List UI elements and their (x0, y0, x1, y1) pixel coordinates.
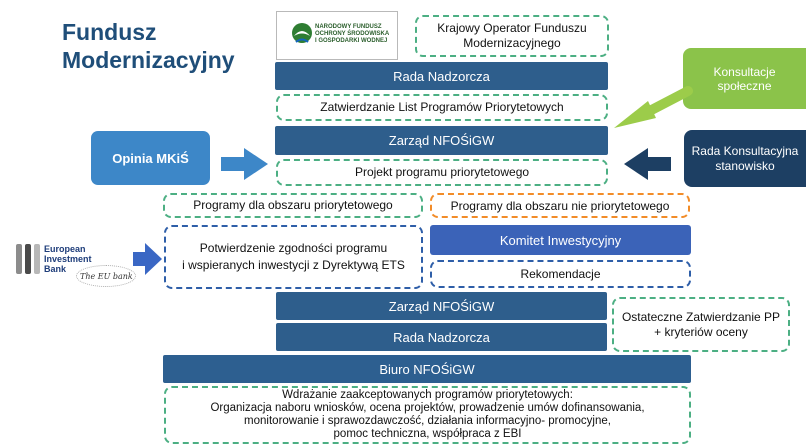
nfosigw-logo: NARODOWY FUNDUSZ OCHRONY ŚRODOWISKA I GO… (276, 11, 398, 60)
programy-prio-label: Programy dla obszaru priorytetowego (193, 198, 393, 212)
page-title: Fundusz Modernizacyjny (62, 18, 235, 74)
rada-konsultacyjna-line-2: stanowisko (715, 158, 775, 173)
zarzad-top-label: Zarząd NFOŚiGW (388, 133, 495, 148)
wdrazanie-line-1: Wdrażanie zaakceptowanych programów prio… (282, 389, 573, 401)
wdrazanie-line-2: Organizacja naboru wniosków, ocena proje… (210, 402, 645, 414)
rada-nadzorcza-bottom-label: Rada Nadzorcza (393, 329, 490, 345)
ostateczne-box: Ostateczne Zatwierdzanie PP + kryteriów … (612, 297, 790, 352)
komitet-label: Komitet Inwestycyjny (499, 232, 622, 248)
zarzad-bottom-box: Zarząd NFOŚiGW (276, 292, 607, 320)
opinia-arrow-icon (221, 148, 268, 180)
zarzad-top-box: Zarząd NFOŚiGW (275, 126, 608, 155)
wdrazanie-box: Wdrażanie zaakceptowanych programów prio… (164, 386, 691, 444)
rada-konsultacyjna-arrow-icon (624, 148, 671, 180)
ostateczne-line-2: + kryteriów oceny (654, 324, 748, 339)
eib-line-2: Investment (44, 254, 92, 264)
rekomendacje-box: Rekomendacje (430, 260, 691, 288)
rada-nadzorcza-top-box: Rada Nadzorcza (275, 62, 608, 90)
biuro-box: Biuro NFOŚiGW (163, 355, 691, 383)
komitet-box: Komitet Inwestycyjny (430, 225, 691, 255)
nfosigw-logo-icon (292, 23, 312, 43)
programy-nieprio-label: Programy dla obszaru nie priorytetowego (450, 198, 670, 213)
green-arrow-icon (614, 86, 693, 128)
title-line-1: Fundusz (62, 19, 157, 45)
operator-box: Krajowy Operator Funduszu Modernizacyjne… (415, 15, 609, 57)
eib-line-1: European (44, 244, 86, 254)
eib-line-3: Bank (44, 264, 67, 274)
programy-nieprio-box: Programy dla obszaru nie priorytetowego (430, 193, 690, 218)
zarzad-bottom-label: Zarząd NFOŚiGW (388, 298, 495, 314)
konsultacje-box: Konsultacje społeczne (683, 48, 806, 109)
logo-line-3: I GOSPODARKI WODNEJ (315, 38, 388, 44)
projekt-box: Projekt programu priorytetowego (276, 159, 608, 186)
potwierdzenie-box: Potwierdzenie zgodności programu i wspie… (164, 225, 423, 289)
operator-line-2: Modernizacyjnego (463, 36, 561, 50)
logo-line-2: OCHRONY ŚRODOWISKA (315, 31, 390, 37)
logo-line-1: NARODOWY FUNDUSZ (315, 24, 382, 30)
eib-tagline: The EU bank (80, 272, 133, 281)
konsultacje-line-1: Konsultacje (713, 64, 776, 79)
eib-arrow-icon (133, 243, 162, 275)
zatwierdzanie-label: Zatwierdzanie List Programów Priorytetow… (320, 100, 564, 114)
ostateczne-line-1: Ostateczne Zatwierdzanie PP (621, 309, 781, 324)
rada-konsultacyjna-box: Rada Konsultacyjna stanowisko (684, 130, 806, 187)
operator-line-1: Krajowy Operator Funduszu (437, 21, 587, 35)
opinia-mkis-label: Opinia MKiŚ (112, 150, 189, 166)
wdrazanie-line-3: monitorowanie i sprawozdawczość, działan… (244, 415, 611, 427)
opinia-mkis-box: Opinia MKiŚ (91, 131, 210, 185)
potwierdzenie-line-1: Potwierdzenie zgodności programu (199, 241, 388, 255)
title-line-2: Modernizacyjny (62, 47, 235, 73)
potwierdzenie-line-2: i wspieranych inwestycji z Dyrektywą ETS (182, 258, 405, 272)
konsultacje-line-2: społeczne (717, 78, 772, 93)
programy-prio-box: Programy dla obszaru priorytetowego (163, 193, 423, 218)
rada-konsultacyjna-line-1: Rada Konsultacyjna (691, 143, 799, 158)
eib-logo: European Investment Bank The EU bank (6, 239, 136, 289)
rada-nadzorcza-bottom-box: Rada Nadzorcza (276, 323, 607, 351)
zatwierdzanie-box: Zatwierdzanie List Programów Priorytetow… (276, 94, 608, 121)
rada-nadzorcza-top-label: Rada Nadzorcza (393, 68, 490, 84)
rekomendacje-label: Rekomendacje (520, 266, 601, 281)
biuro-label: Biuro NFOŚiGW (379, 361, 475, 377)
projekt-label: Projekt programu priorytetowego (354, 165, 530, 179)
wdrazanie-line-4: pomoc techniczna, współpraca z EBI (333, 428, 522, 440)
